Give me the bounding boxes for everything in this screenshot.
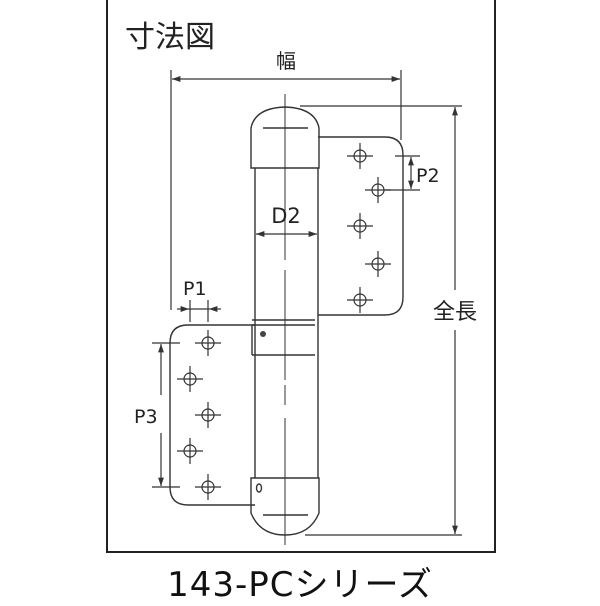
set-screw-icon [260, 331, 266, 337]
p1-dimension [177, 300, 221, 322]
p2-dimension [385, 155, 420, 191]
screw-hole-icon [347, 213, 373, 239]
pin-hole-icon [255, 483, 263, 493]
figure-title: 寸法図 [125, 20, 215, 55]
drawing-frame [106, 0, 496, 553]
p3-dimension [152, 342, 180, 488]
screw-hole-icon [347, 287, 373, 313]
p1-label: P1 [183, 278, 207, 300]
width-label: 幅 [276, 49, 296, 73]
lower-leaf-holes [177, 330, 221, 500]
overall-length-label: 全長 [433, 300, 477, 325]
p3-label: P3 [134, 406, 158, 428]
width-dimension [170, 70, 402, 310]
screw-hole-icon [177, 366, 203, 392]
lower-leaf [169, 324, 255, 506]
screw-hole-icon [365, 251, 391, 277]
upper-leaf [318, 136, 404, 316]
hinge-barrel [251, 168, 319, 478]
overall-length-dimension [300, 105, 462, 536]
p2-label: P2 [416, 165, 440, 187]
d2-label: D2 [271, 204, 301, 228]
screw-hole-icon [195, 330, 221, 356]
screw-hole-icon [195, 402, 221, 428]
upper-leaf-holes [347, 143, 391, 313]
screw-hole-icon [195, 474, 221, 500]
screw-hole-icon [177, 438, 203, 464]
screw-hole-icon [347, 143, 373, 169]
series-caption: 143-PCシリーズ [167, 565, 433, 605]
